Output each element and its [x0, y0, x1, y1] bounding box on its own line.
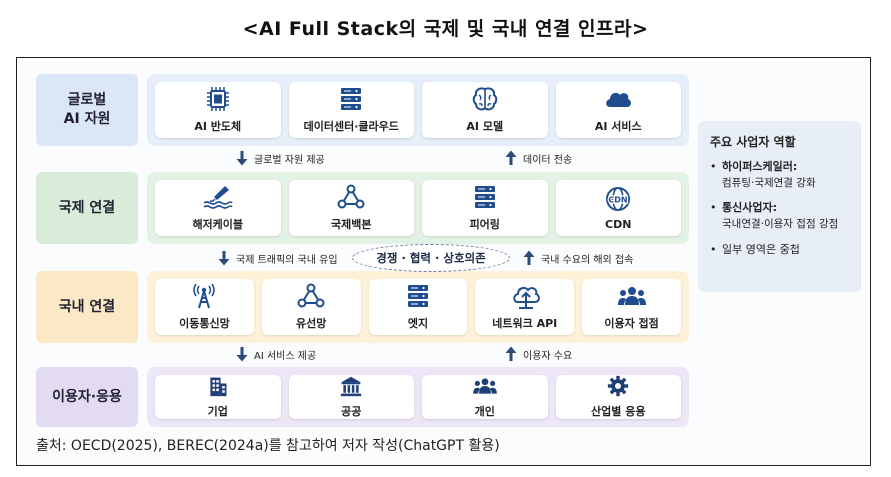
layer-item: 유선망 [261, 279, 361, 335]
competition-cooperation-label: 경쟁 · 협력 · 상호의존 [352, 244, 510, 272]
layer-box-domestic: 이동통신망 유선망 엣지 네트워크 API 이용자 접점 [147, 271, 689, 343]
antenna-icon [193, 283, 216, 309]
layer-item-label: 유선망 [296, 317, 327, 330]
network-icon [297, 283, 325, 308]
flow-up-3: 이용자 수요 [505, 346, 572, 362]
subsea-cable-icon [203, 186, 233, 209]
flow-down-3: AI 서비스 제공 [236, 346, 316, 362]
layer-item-label: 이용자 접점 [604, 317, 659, 330]
arrow-down-icon [218, 251, 230, 266]
arrow-up-icon [505, 150, 517, 165]
layer-item: 공공 [288, 375, 414, 419]
layer-item: AI 반도체 [155, 82, 281, 138]
roles-list: 하이퍼스케일러: 컴퓨팅·국제연결 강화 통신사업자: 국내연결·이용자 접점 … [710, 159, 851, 258]
page-title: <AI Full Stack의 국제 및 국내 연결 인프라> [242, 18, 649, 40]
brain-icon [472, 87, 497, 111]
layer-item: 네트워크 API [475, 279, 575, 335]
layer-label-domestic: 국내 연결 [36, 271, 138, 343]
layer-item: AI 서비스 [555, 82, 681, 138]
flow-down-1: 글로벌 자원 제공 [236, 150, 325, 166]
layer-label-international: 국제 연결 [36, 172, 138, 244]
flow-label: AI 서비스 제공 [254, 350, 317, 362]
layer-item: 이동통신망 [155, 279, 254, 335]
layer-box-global-ai: AI 반도체 데이터센터·클라우드 AI 모델 AI 서비스 [147, 74, 689, 146]
layer-item-label: 국제백본 [331, 218, 372, 231]
layer-item-label: AI 모델 [466, 120, 504, 133]
layer-item: 피어링 [422, 180, 548, 236]
panel-title: 주요 사업자 역할 [710, 135, 796, 149]
flow-label: 국제 트래픽의 국내 유입 [236, 254, 338, 266]
role-desc: 컴퓨팅·국제연결 강화 [722, 176, 816, 189]
chip-icon [206, 87, 229, 111]
flow-label: 글로벌 자원 제공 [254, 154, 325, 166]
server-icon [474, 186, 495, 208]
layer-label-text: 이용자·응용 [52, 388, 122, 405]
layer-item: 개인 [422, 375, 548, 419]
flow-up-1: 데이터 전송 [505, 150, 572, 166]
layer-item-label: 산업별 응용 [591, 405, 646, 418]
layer-item-label: 데이터센터·클라우드 [303, 120, 399, 133]
cloud-icon [606, 92, 632, 107]
layer-item-label: 엣지 [407, 317, 429, 330]
layer-item: 데이터센터·클라우드 [288, 82, 414, 138]
layer-item-label: AI 반도체 [194, 120, 242, 133]
svg-text:CDN: CDN [609, 195, 628, 204]
layer-item-label: 이동통신망 [179, 317, 230, 330]
role-head: 통신사업자: [722, 201, 777, 215]
building-icon [210, 377, 227, 397]
arrow-down-icon [236, 347, 248, 362]
layer-box-international: 해저케이블 국제백본 피어링 CDN CDN [147, 172, 689, 244]
layer-label-users: 이용자·응용 [36, 367, 138, 427]
layer-item: 국제백본 [288, 180, 414, 236]
layer-item: AI 모델 [422, 82, 548, 138]
role-head: 하이퍼스케일러: [722, 160, 798, 173]
arrow-up-icon [523, 250, 535, 265]
layer-item: 엣지 [368, 279, 468, 335]
network-icon [337, 184, 365, 209]
layer-label-text: 글로벌 AI 자원 [63, 92, 111, 127]
layer-item: 산업별 응용 [555, 375, 681, 419]
layer-item: 해저케이블 [155, 180, 281, 236]
institution-icon [341, 376, 362, 397]
list-item: 일부 영역은 중첩 [710, 242, 851, 259]
flow-up-2: 국내 수요의 해외 접속 [523, 250, 633, 266]
layer-item-label: 공공 [341, 405, 362, 418]
server-icon [341, 88, 362, 110]
layer-label-text: 국내 연결 [58, 298, 116, 315]
layer-item: 기업 [155, 375, 281, 419]
layer-item-label: AI 서비스 [594, 120, 642, 133]
flow-label: 국내 수요의 해외 접속 [541, 254, 634, 266]
layer-item-label: CDN [605, 217, 632, 231]
users-icon [472, 378, 497, 394]
list-item: 통신사업자: 국내연결·이용자 접점 강점 [710, 200, 851, 232]
layer-item-label: 개인 [474, 405, 495, 418]
flow-label: 이용자 수요 [523, 350, 573, 362]
layer-box-users: 기업 공공 개인 산업별 응용 [147, 367, 689, 427]
users-icon [617, 287, 646, 305]
role-note: 일부 영역은 중첩 [722, 242, 800, 256]
gear-icon [608, 375, 629, 397]
cloud-upload-icon [513, 286, 540, 309]
layer-item-label: 기업 [207, 405, 228, 418]
arrow-down-icon [236, 151, 248, 166]
operator-roles-panel: 주요 사업자 역할 하이퍼스케일러: 컴퓨팅·국제연결 강화 통신사업자: 국내… [698, 121, 861, 292]
server-icon [407, 285, 428, 307]
flow-down-2: 국제 트래픽의 국내 유입 [218, 250, 338, 266]
layer-item: 이용자 접점 [582, 279, 681, 335]
globe-icon: CDN [606, 186, 631, 211]
list-item: 하이퍼스케일러: 컴퓨팅·국제연결 강화 [710, 159, 851, 191]
layer-label-text: 국제 연결 [58, 199, 116, 216]
role-desc: 국내연결·이용자 접점 강점 [722, 217, 839, 230]
arrow-up-icon [505, 346, 517, 361]
source-note: 출처: OECD(2025), BEREC(2024a)를 참고하여 저자 작성… [36, 438, 500, 454]
layer-item: CDN CDN [555, 180, 681, 236]
layer-item-label: 네트워크 API [492, 317, 558, 330]
layer-item-label: 해저케이블 [192, 218, 244, 231]
layer-item-label: 피어링 [469, 218, 500, 231]
flow-label: 데이터 전송 [523, 154, 573, 166]
layer-label-global-ai: 글로벌 AI 자원 [36, 74, 138, 146]
